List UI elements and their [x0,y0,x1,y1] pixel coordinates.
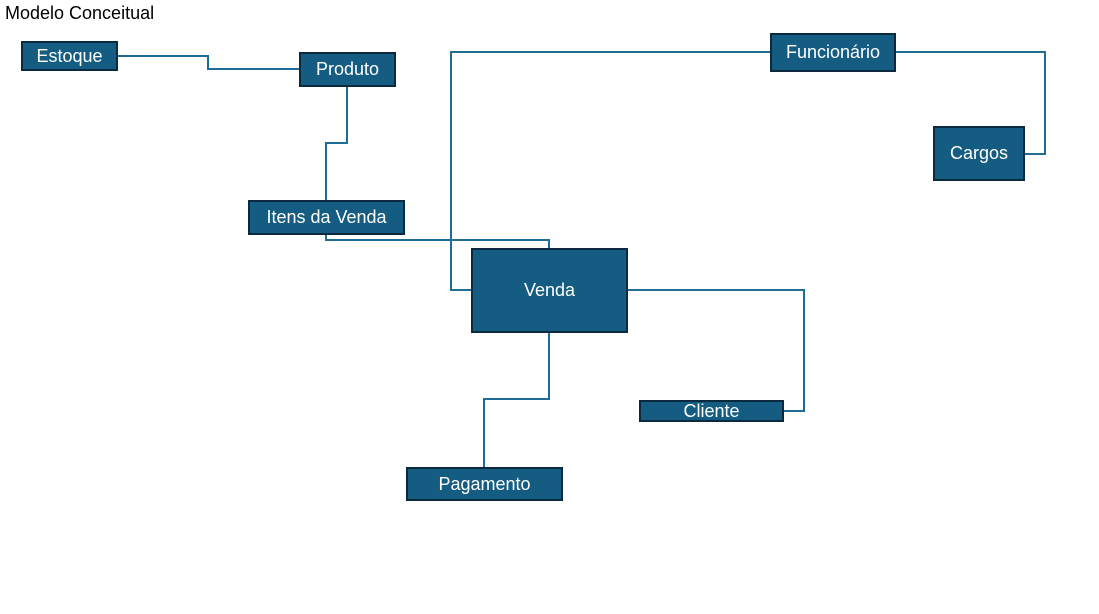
entity-produto[interactable]: Produto [299,52,396,87]
connector-estoque-produto [118,55,299,70]
entity-pagamento[interactable]: Pagamento [406,467,563,501]
connector-funcionario-cargos [896,51,1046,155]
entity-estoque[interactable]: Estoque [21,41,118,71]
connector-produto-itens-da-venda [325,87,348,200]
connector-venda-cliente [628,289,805,412]
entity-cliente[interactable]: Cliente [639,400,784,422]
connector-funcionario-venda [450,51,770,291]
page-title: Modelo Conceitual [5,3,155,23]
connector-venda-pagamento [483,333,550,467]
entity-cargos[interactable]: Cargos [933,126,1025,181]
connector-itens-da-venda-venda [325,235,550,248]
entity-funcionario[interactable]: Funcionário [770,33,896,72]
entity-venda[interactable]: Venda [471,248,628,333]
entity-itens-da-venda[interactable]: Itens da Venda [248,200,405,235]
